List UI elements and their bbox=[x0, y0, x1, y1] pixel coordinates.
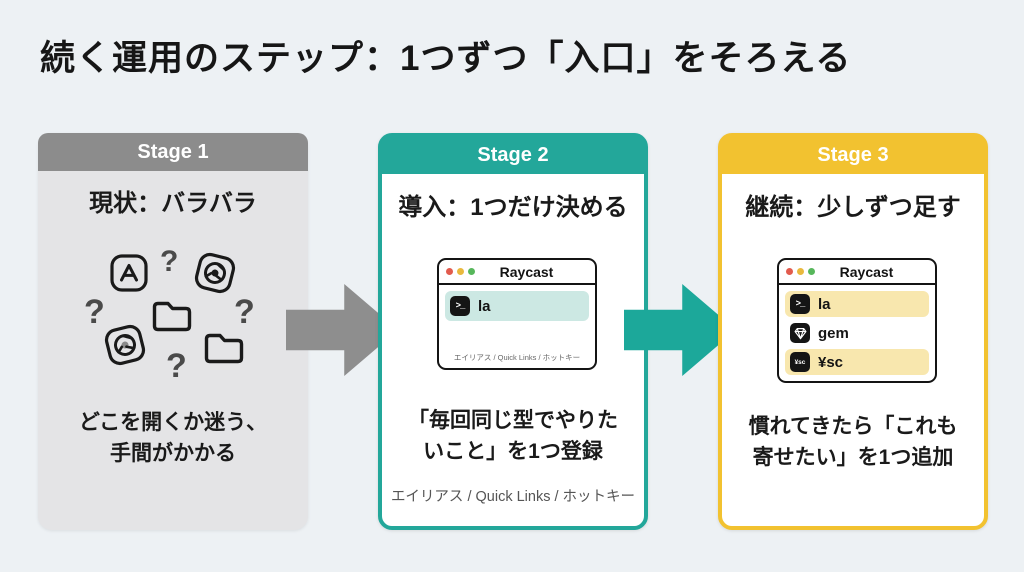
stage2-description: 「毎回同じ型でやりた いこと」を1つ登録 bbox=[382, 405, 644, 467]
minimize-traffic-light-icon bbox=[457, 268, 464, 275]
stage3-card: Stage 3 継続：少しずつ足す Raycast >_ la bbox=[718, 133, 988, 530]
zoom-traffic-light-icon bbox=[468, 268, 475, 275]
stage2-raycast-window: Raycast >_ la エイリアス / Quick Links / ホットキ… bbox=[437, 258, 597, 370]
stage3-raycast-row-label: gem bbox=[818, 324, 849, 342]
app-store-icon bbox=[109, 253, 149, 293]
stage2-raycast-title: Raycast bbox=[499, 263, 554, 280]
stage3-subtitle: 継続：少しずつ足す bbox=[745, 194, 961, 221]
stage3-raycast-window: Raycast >_ la gem ¥sc ¥sc bbox=[777, 258, 937, 383]
stage3-raycast-row-gem: gem bbox=[785, 320, 929, 346]
gem-icon bbox=[790, 323, 810, 343]
stage3-raycast-row-la: >_ la bbox=[785, 291, 929, 317]
stage2-header: Stage 2 bbox=[381, 136, 645, 174]
stage3-raycast-row-label: la bbox=[818, 295, 831, 313]
folder-icon bbox=[150, 297, 194, 335]
close-traffic-light-icon bbox=[786, 268, 793, 275]
yen-sc-icon: ¥sc bbox=[790, 352, 810, 372]
stage1-header: Stage 1 bbox=[38, 133, 308, 171]
stage3-raycast-row-ysc: ¥sc ¥sc bbox=[785, 349, 929, 375]
terminal-prompt-icon: >_ bbox=[790, 294, 810, 314]
stage1-description-line2: 手間がかかる bbox=[110, 442, 236, 465]
question-mark: ? bbox=[166, 347, 187, 385]
chrome-icon bbox=[101, 321, 149, 369]
chrome-icon bbox=[191, 249, 239, 297]
stage3-header: Stage 3 bbox=[721, 136, 985, 174]
stage2-subtitle: 導入：1つだけ決める bbox=[398, 194, 628, 221]
stage2-raycast-footer: エイリアス / Quick Links / ホットキー bbox=[453, 353, 581, 362]
stage3-description-line2: 寄せたい」を1つ追加 bbox=[752, 446, 954, 469]
stage1-card: Stage 1 現状：バラバラ ? ? bbox=[38, 133, 308, 530]
stage2-description-line2: いこと」を1つ登録 bbox=[423, 440, 603, 463]
stage2-raycast-row-label: la bbox=[478, 297, 491, 315]
stage3-description: 慣れてきたら「これも 寄せたい」を1つ追加 bbox=[722, 411, 984, 473]
stage2-raycast-titlebar: Raycast bbox=[439, 260, 595, 285]
close-traffic-light-icon bbox=[446, 268, 453, 275]
stage2-card: Stage 2 導入：1つだけ決める Raycast >_ la エイリアス /… bbox=[378, 133, 648, 530]
stage1-subtitle: 現状：バラバラ bbox=[89, 190, 257, 217]
stage1-description-line1: どこを開くか迷う、 bbox=[78, 411, 268, 434]
zoom-traffic-light-icon bbox=[808, 268, 815, 275]
stage2-raycast-row-la: >_ la bbox=[445, 291, 589, 321]
question-mark: ? bbox=[160, 245, 179, 278]
question-mark: ? bbox=[234, 293, 255, 331]
page-title: 続く運用のステップ：1つずつ「入口」をそろえる bbox=[40, 39, 852, 78]
minimize-traffic-light-icon bbox=[797, 268, 804, 275]
stage3-raycast-titlebar: Raycast bbox=[779, 260, 935, 285]
stage2-description-line1: 「毎回同じ型でやりた bbox=[408, 409, 618, 432]
folder-icon bbox=[202, 329, 246, 367]
stage1-scattered-icons: ? ? ? bbox=[62, 245, 282, 400]
stage1-description: どこを開くか迷う、 手間がかかる bbox=[38, 407, 308, 469]
terminal-prompt-icon: >_ bbox=[450, 296, 470, 316]
stage3-description-line1: 慣れてきたら「これも bbox=[748, 415, 958, 438]
stage2-footnote: エイリアス / Quick Links / ホットキー bbox=[390, 489, 636, 505]
question-mark: ? bbox=[84, 293, 105, 331]
stage3-raycast-title: Raycast bbox=[839, 263, 894, 280]
stage3-raycast-row-label: ¥sc bbox=[818, 353, 844, 371]
